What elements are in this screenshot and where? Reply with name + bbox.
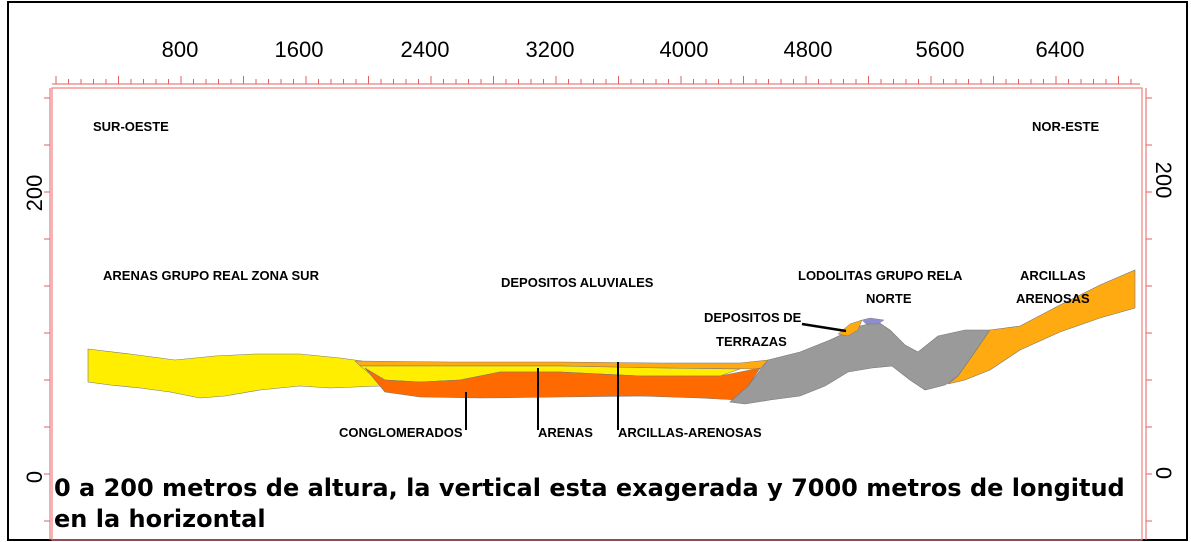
outer-frame <box>7 1 1188 541</box>
left-axis-label-200: 200 <box>22 175 47 212</box>
layer-depositos-terrazas <box>837 319 863 337</box>
label-terrazas-line1: DEPOSITOS DE <box>704 310 802 325</box>
top-tick-label: 6400 <box>1036 37 1085 62</box>
layer-arcillas-arenosas <box>947 269 1136 385</box>
plot-frame <box>51 87 1143 541</box>
layer-depositos-terrazas-cap <box>861 317 885 325</box>
top-tick-label: 4000 <box>660 37 709 62</box>
label-depositos-aluviales: DEPOSITOS ALUVIALES <box>501 275 654 290</box>
right-axis-label-0: 0 <box>1151 467 1176 479</box>
left-axis-label-0: 0 <box>22 471 47 483</box>
layer-arenas-grupo-real <box>87 348 381 399</box>
direction-label-east: NOR-ESTE <box>1032 119 1100 134</box>
right-axis-ticks <box>1146 97 1152 522</box>
label-conglomerados: CONGLOMERADOS <box>339 425 463 440</box>
top-tick-label: 3200 <box>526 37 575 62</box>
geologic-layers <box>87 269 1136 405</box>
top-tick-label: 5600 <box>916 37 965 62</box>
label-arcillas-line1: ARCILLAS <box>1020 268 1086 283</box>
layer-conglomerados <box>364 367 761 401</box>
top-axis: 800 1600 2400 3200 4000 4800 5600 6400 <box>52 37 1140 85</box>
top-tick-label: 4800 <box>784 37 833 62</box>
leader-terrazas <box>801 322 847 333</box>
label-lodolitas-line2: NORTE <box>866 291 912 306</box>
top-tick-label: 2400 <box>401 37 450 62</box>
label-arenas-grupo-real: ARENAS GRUPO REAL ZONA SUR <box>103 268 320 283</box>
left-axis-ticks <box>44 97 50 522</box>
label-arcillas-arenosas: ARCILLAS-ARENOSAS <box>618 425 762 440</box>
caption-line2: en la horizontal <box>54 505 266 533</box>
top-axis-minor-ticks <box>55 76 1132 84</box>
direction-label-west: SUR-OESTE <box>93 119 169 134</box>
caption-line1: 0 a 200 metros de altura, la vertical es… <box>54 474 1125 502</box>
label-arcillas-line2: ARENOSAS <box>1016 291 1090 306</box>
label-lodolitas-line1: LODOLITAS GRUPO RELA <box>798 268 963 283</box>
right-axis-label-200: 200 <box>1151 162 1176 199</box>
top-tick-label: 800 <box>162 37 199 62</box>
top-tick-label: 1600 <box>275 37 324 62</box>
label-terrazas-line2: TERRAZAS <box>716 334 787 349</box>
label-arenas: ARENAS <box>538 425 593 440</box>
